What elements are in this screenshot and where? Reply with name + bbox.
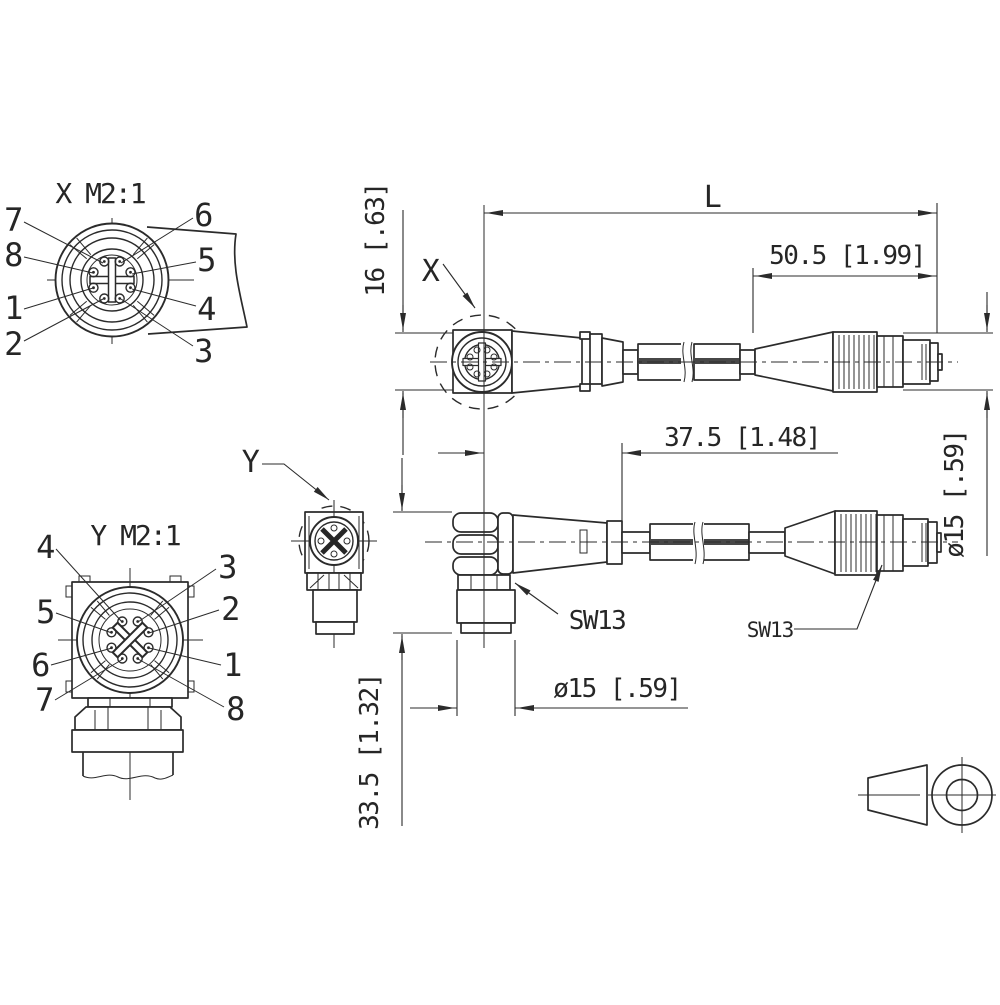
pin-label-5: 5 xyxy=(197,241,215,279)
hex-nut xyxy=(74,706,182,731)
pin-leaders xyxy=(23,217,197,347)
panel-flap xyxy=(146,226,248,335)
wrench-label-right: SW13 xyxy=(747,618,794,642)
connector-ring xyxy=(82,592,178,688)
cable-break xyxy=(701,521,705,565)
cone-detail xyxy=(867,764,928,826)
pin-label-7: 7 xyxy=(4,201,22,239)
coding-cross xyxy=(89,257,135,303)
pin-label-6: 6 xyxy=(194,196,212,234)
leader-sw13-right xyxy=(794,564,883,630)
face-x-title: X M2:1 xyxy=(55,177,144,210)
face-view-x: X M2:1 xyxy=(4,177,248,370)
connector-ring xyxy=(80,248,144,312)
pin-label-4: 4 xyxy=(36,528,54,566)
ring-outer xyxy=(931,764,993,826)
side-view-top xyxy=(430,205,958,450)
dim-label-37-5: 37.5 [1.48] xyxy=(664,423,820,453)
side-view-middle xyxy=(291,443,958,648)
leader-x xyxy=(442,263,476,309)
pin-leaders xyxy=(50,548,225,708)
leader-y xyxy=(262,463,330,501)
pin-label-1: 1 xyxy=(4,289,22,327)
ref-label-x: X xyxy=(422,254,440,289)
pin-label-1: 1 xyxy=(223,646,241,684)
coding-cross-bold xyxy=(320,527,348,555)
dim-label-dia15-bottom: ø15 [.59] xyxy=(553,674,680,704)
cable-break-edge xyxy=(82,774,174,780)
coupling-nut xyxy=(876,514,904,572)
face-view-y: Y M2:1 xyxy=(31,519,246,800)
knurl-spokes xyxy=(90,600,170,680)
connector-ring xyxy=(91,601,169,679)
connector-ring xyxy=(86,254,138,306)
connector-ring xyxy=(98,608,162,672)
leader-sw13-left xyxy=(514,582,559,615)
ref-label-y: Y xyxy=(242,445,260,480)
dim-label-50-5: 50.5 [1.99] xyxy=(769,241,925,271)
flange xyxy=(71,729,184,753)
pin-label-8: 8 xyxy=(4,236,22,274)
threaded-leg xyxy=(456,589,516,624)
pin-label-7: 7 xyxy=(35,681,53,719)
pin-label-3: 3 xyxy=(218,548,236,586)
molded-body xyxy=(512,514,608,574)
wrench-label-left: SW13 xyxy=(569,606,626,636)
pin-label-5: 5 xyxy=(36,593,54,631)
dim-label-dia15-right: ø15 [.59] xyxy=(940,430,970,557)
pin-label-2: 2 xyxy=(4,325,22,363)
connector-ring xyxy=(69,237,155,323)
dimensions: L 50.5 [1.99] 16 [.63] ø15 [.59] 37.5 [1… xyxy=(242,180,993,830)
pin-label-3: 3 xyxy=(194,332,212,370)
pin-contacts-small xyxy=(466,346,498,378)
dim-label-L: L xyxy=(704,180,721,215)
dim-label-33-5: 33.5 [1.32] xyxy=(355,674,385,830)
pin-label-8: 8 xyxy=(226,690,244,728)
angled-connector-side xyxy=(452,510,942,634)
locknut-and-cable xyxy=(71,697,184,780)
pin-label-2: 2 xyxy=(221,590,239,628)
pin-label-4: 4 xyxy=(197,290,215,328)
dim-label-16: 16 [.63] xyxy=(361,183,391,296)
y-connector-nut xyxy=(306,572,362,635)
ring-inner xyxy=(945,778,979,812)
face-y-title: Y M2:1 xyxy=(90,519,179,552)
pin-label-6: 6 xyxy=(31,646,49,684)
cone-ring-detail xyxy=(858,757,996,833)
coding-cross xyxy=(111,621,149,659)
connector-ring xyxy=(61,229,163,331)
